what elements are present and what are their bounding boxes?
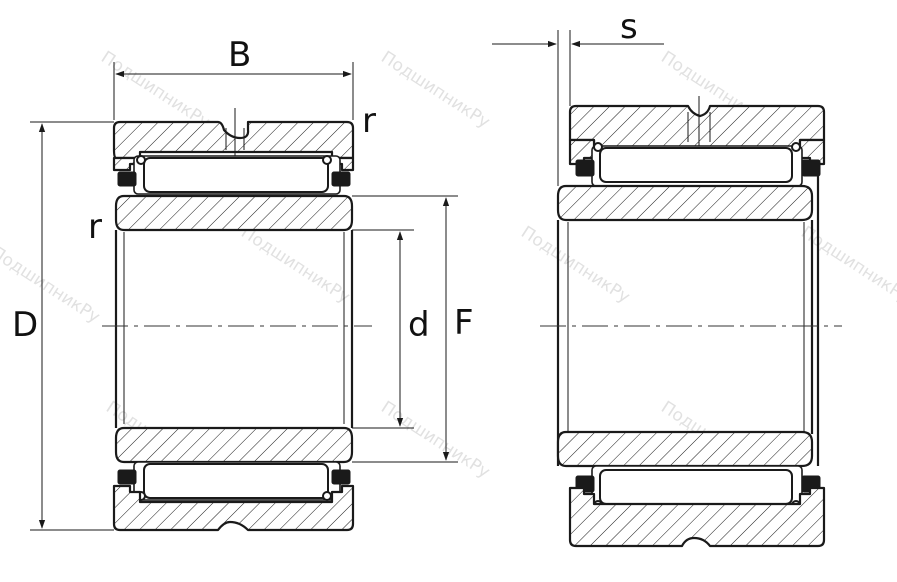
watermark: ПодшипникРу [237,222,353,307]
cage-rivet [593,142,603,152]
right-bearing-view [540,96,842,548]
seal-top-right [801,159,821,177]
seal-top-right [331,171,351,187]
right-dimensions: s [492,7,664,186]
needle-roller-top [143,157,329,193]
cage-rivet [322,155,332,165]
seal-top-left [575,159,595,177]
needle-roller-bottom [599,469,793,505]
needle-roller-top [599,147,793,183]
left-dimensions: B r r D d F [12,35,474,531]
watermark: ПодшипникРу [377,397,493,482]
cage-rivet [136,155,146,165]
outer-ring-top-left-lip [568,138,596,166]
cage-rivet [322,491,332,501]
left-bearing-view [102,108,372,532]
inner-ring-bottom-section [556,430,814,468]
needle-roller-bottom [143,463,329,499]
cage-rivet [791,142,801,152]
lube-hole-top [687,112,711,142]
seal-top-left [117,171,137,187]
outer-ring-bottom-section [568,486,826,548]
seal-bottom-left [117,469,137,485]
dim-label-d: d [408,305,430,345]
inner-ring-bottom-section [114,426,354,464]
inner-ring-top-section [556,184,814,222]
dim-label-s: s [620,7,638,47]
outer-ring-bottom-section [112,484,355,532]
dim-label-D: D [12,305,38,345]
seal-bottom-right [331,469,351,485]
outer-ring-top-section [568,104,826,150]
outer-ring-top-right-lip [798,138,826,166]
lube-hole-top [225,128,245,150]
watermark: ПодшипникРу [517,222,633,307]
dim-label-b: B [228,35,251,75]
dim-label-F: F [454,303,474,343]
dim-label-r-top: r [362,101,376,141]
watermark: ПодшипникРу [377,47,493,132]
outer-ring-top-section [112,120,355,160]
dim-label-r-left: r [88,207,102,247]
inner-ring-top-section [114,194,354,232]
watermark: ПодшипникРу [97,47,213,132]
